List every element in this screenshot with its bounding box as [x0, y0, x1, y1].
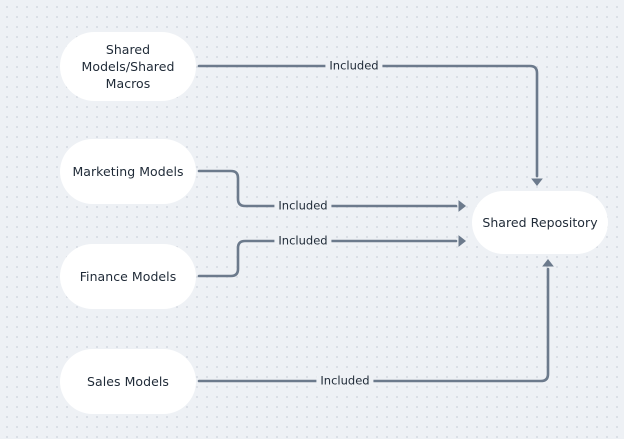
- node-shared-models[interactable]: Shared Models/Shared Macros: [60, 32, 196, 101]
- node-label: Marketing Models: [72, 164, 184, 179]
- node-finance-models[interactable]: Finance Models: [60, 244, 196, 309]
- edge-arrowhead: [531, 178, 543, 186]
- edge-path: [197, 169, 458, 208]
- edge-label-edge-sales-models: Included: [316, 374, 374, 388]
- node-label: Shared Models/Shared Macros: [81, 42, 175, 91]
- edge-path: [197, 267, 550, 383]
- edge-path: [197, 239, 458, 278]
- edge-path: [197, 64, 539, 178]
- edge-label-edge-finance-models: Included: [274, 234, 332, 248]
- node-sales-models[interactable]: Sales Models: [60, 349, 196, 414]
- edge-label-edge-marketing-models: Included: [274, 199, 332, 213]
- node-shared-repository[interactable]: Shared Repository: [472, 191, 608, 254]
- edge-arrowhead: [542, 259, 554, 267]
- node-marketing-models[interactable]: Marketing Models: [60, 139, 196, 204]
- edge-label-edge-shared-models: Included: [325, 59, 383, 73]
- edge-arrowhead: [458, 200, 466, 212]
- node-label: Shared Repository: [482, 215, 598, 230]
- edge-arrowhead: [458, 235, 466, 247]
- node-label: Finance Models: [79, 269, 177, 284]
- node-label: Sales Models: [87, 374, 169, 389]
